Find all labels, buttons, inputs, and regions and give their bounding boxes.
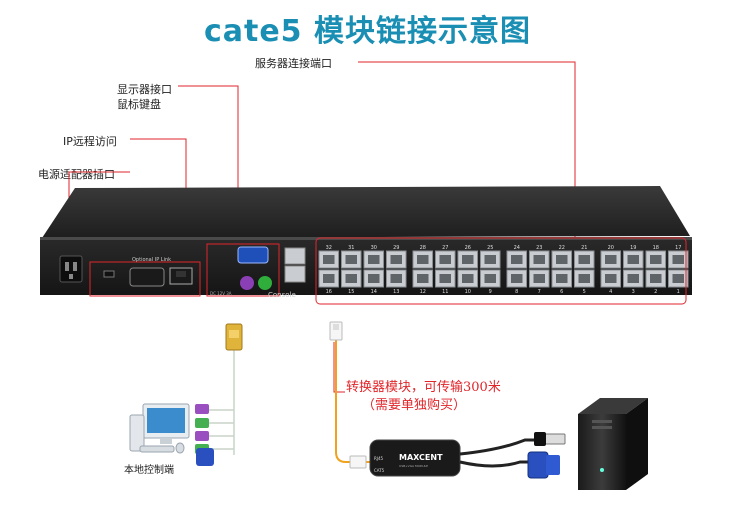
local-console-label: 本地控制端 [124, 465, 174, 476]
port-number-label: 30 [371, 245, 377, 251]
port-number-label: 7 [538, 289, 541, 295]
port-number-label: 20 [608, 245, 614, 251]
port-number-label: 18 [653, 245, 659, 251]
port-number-label: 6 [560, 289, 563, 295]
console-text: Console [268, 291, 296, 299]
rj45-port-socket [345, 255, 357, 264]
power-socket [59, 255, 83, 283]
port-number-label: 26 [465, 245, 471, 251]
port-number-label: 13 [393, 289, 399, 295]
port-number-label: 2 [654, 289, 657, 295]
port-number-label: 32 [326, 245, 332, 251]
usb-plug [534, 432, 566, 446]
port-number-label: 21 [581, 245, 587, 251]
converter-module: MAXCENT USB+VGA MODULE RJ45 CAT5 [369, 439, 461, 477]
module-subtitle-text: USB+VGA MODULE [399, 464, 428, 468]
page-title: cate5 模块链接示意图 [203, 14, 532, 49]
port-number-label: 9 [489, 289, 492, 295]
port-number-label: 23 [536, 245, 542, 251]
port-number-label: 27 [442, 245, 448, 251]
rj45-plug-top [329, 321, 343, 341]
port-number-label: 31 [348, 245, 354, 251]
converter-note-line2: （需要单独购买） [362, 398, 467, 413]
rj45-port-socket [511, 255, 523, 264]
rj45-port-socket [345, 274, 357, 283]
server-tower [578, 398, 648, 490]
rj45-port-socket [578, 274, 590, 283]
cable-adapter-top [225, 323, 243, 351]
rj45-port-socket [368, 255, 380, 264]
port-number-label: 24 [514, 245, 520, 251]
rj45-port-socket [672, 255, 684, 264]
port-number-label: 16 [326, 289, 332, 295]
rj45-port-socket [650, 274, 662, 283]
mouse-keyboard-label: 鼠标键盘 [117, 98, 161, 111]
cable-plugs [195, 404, 214, 466]
rj45-port-socket [627, 274, 639, 283]
vga-ps2-cable [205, 348, 235, 455]
rj45-port-socket [439, 255, 451, 264]
rj45-port-socket [605, 255, 617, 264]
module-port-label-bottom: CAT5 [374, 468, 385, 473]
rj45-port-socket [511, 274, 523, 283]
port-number-label: 11 [442, 289, 448, 295]
local-pc [129, 403, 190, 454]
rj45-port-socket [323, 255, 335, 264]
rj45-port-socket [533, 255, 545, 264]
power-port-label: 电源适配器插口 [38, 168, 115, 181]
cat5-cable [335, 338, 372, 463]
rj45-port-socket [672, 274, 684, 283]
port-number-label: 25 [487, 245, 493, 251]
module-brand-text: MAXCENT [399, 453, 443, 462]
port-number-label: 8 [515, 289, 518, 295]
vga-plug [527, 451, 560, 479]
module-port-label-top: RJ45 [374, 456, 384, 461]
rj45-port-socket [627, 255, 639, 264]
rj45-port-socket [417, 274, 429, 283]
rj45-port-socket [484, 255, 496, 264]
rj45-port-socket [533, 274, 545, 283]
rj45-port-socket [323, 274, 335, 283]
rj45-port-socket [650, 255, 662, 264]
console-panel: Console DC 12V 3A [206, 243, 306, 299]
rj45-port-socket [439, 274, 451, 283]
rj45-port-socket [556, 274, 568, 283]
rj45-port-socket [578, 255, 590, 264]
port-number-label: 4 [609, 289, 612, 295]
rj45-port-socket [484, 274, 496, 283]
port-number-label: 17 [675, 245, 681, 251]
port-number-label: 28 [420, 245, 426, 251]
rj45-port-socket [417, 255, 429, 264]
ip-remote-label: IP远程访问 [63, 135, 117, 148]
port-number-label: 19 [630, 245, 636, 251]
port-number-label: 29 [393, 245, 399, 251]
converter-note-line1: 转换器模块，可传输300米 [346, 380, 501, 395]
port-number-label: 12 [420, 289, 426, 295]
rj45-port-socket [462, 274, 474, 283]
port-number-label: 5 [583, 289, 586, 295]
rj45-port-socket [368, 274, 380, 283]
module-cables [459, 438, 545, 468]
ip-link-panel: Optional IP Link [89, 257, 201, 297]
optional-ip-link-text: Optional IP Link [132, 257, 171, 263]
rj45-plug-bottom [349, 455, 367, 469]
port-number-label: 1 [677, 289, 680, 295]
port-number-label: 14 [371, 289, 377, 295]
rj45-port-socket [390, 255, 402, 264]
port-number-label: 15 [348, 289, 354, 295]
server-port-outline [315, 237, 687, 305]
port-number-label: 3 [632, 289, 635, 295]
port-number-label: 22 [559, 245, 565, 251]
rj45-port-socket [462, 255, 474, 264]
rj45-port-socket [556, 255, 568, 264]
rj45-port-socket [390, 274, 402, 283]
power-rating-text: DC 12V 3A [210, 291, 232, 296]
port-number-label: 10 [465, 289, 471, 295]
monitor-port-label: 显示器接口 [117, 83, 172, 96]
server-port-label: 服务器连接端口 [255, 57, 332, 70]
rj45-port-socket [605, 274, 617, 283]
